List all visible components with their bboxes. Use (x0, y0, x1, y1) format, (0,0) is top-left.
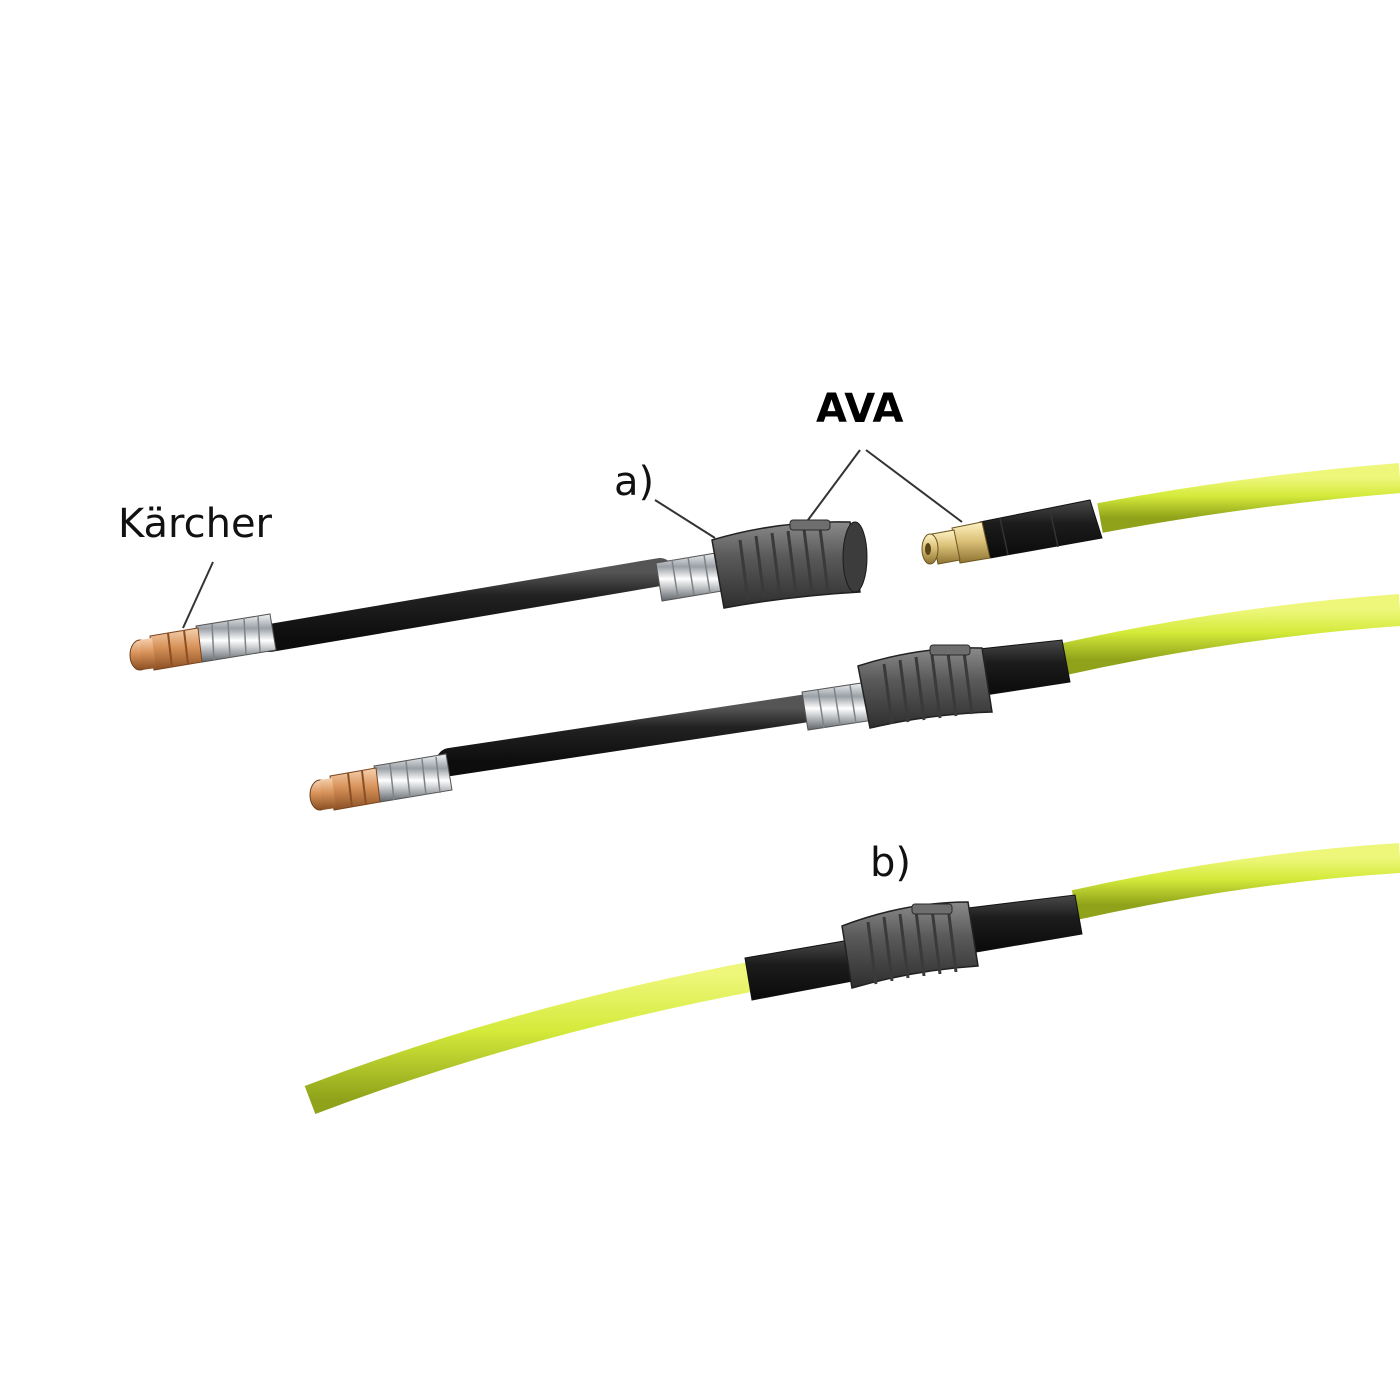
label-variant-a: a) (614, 459, 654, 505)
ava-coupling-assembled-middle (857, 639, 1071, 729)
yellow-hose-middle (1056, 594, 1400, 676)
label-karcher: Kärcher (118, 501, 273, 547)
leader-ava-left (807, 449, 861, 521)
ava-hose-connector-bottom (744, 894, 1083, 1001)
ava-plug-top (921, 463, 1400, 565)
leader-karcher (182, 561, 214, 629)
karcher-plug-middle (309, 753, 453, 811)
yellow-hose-bottom-right (1071, 843, 1400, 920)
ava-coupling-top (711, 519, 868, 609)
chrome-ferrule-middle (801, 681, 875, 731)
black-hose-middle (436, 694, 822, 776)
yellow-hose-bottom-left (304, 960, 763, 1115)
leader-ava-right (865, 449, 963, 523)
black-hose-top (256, 558, 674, 652)
leader-a (654, 499, 716, 539)
karcher-plug-top (129, 613, 277, 671)
leader-lines (182, 449, 963, 629)
label-ava: AVA (816, 386, 903, 432)
label-variant-b: b) (870, 840, 911, 886)
